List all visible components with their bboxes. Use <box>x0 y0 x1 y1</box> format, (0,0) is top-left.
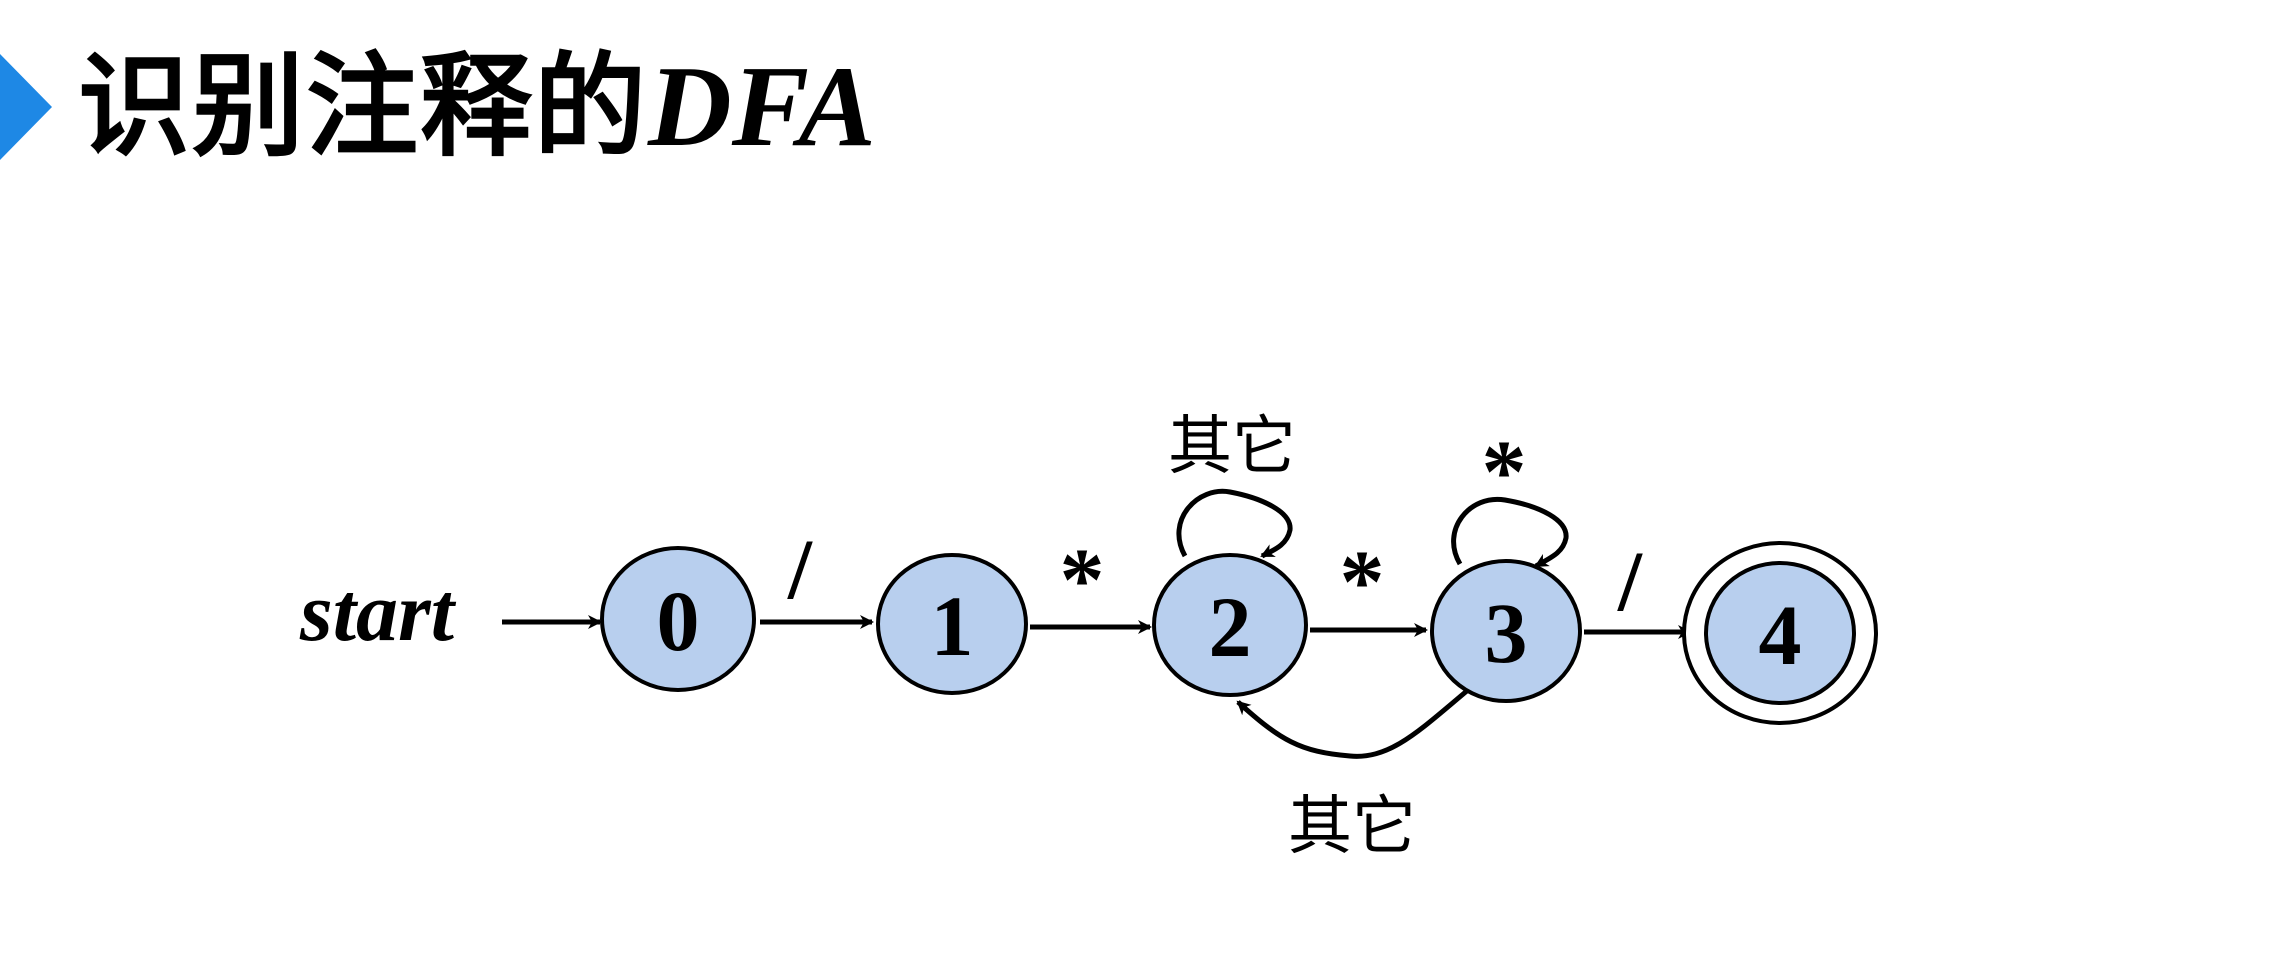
edge-label-0-1: / <box>787 521 813 617</box>
state-3-circle <box>1430 559 1582 703</box>
state-2-label: 2 <box>1209 579 1252 675</box>
state-1: 1 <box>876 553 1028 695</box>
edge-3-3 <box>1451 496 1569 569</box>
edge-3-2 <box>1236 688 1470 759</box>
state-0: 0 <box>600 546 756 692</box>
state-1-label: 1 <box>931 578 974 674</box>
state-4: 4 <box>1682 541 1878 725</box>
edge-label-3-4: / <box>1617 533 1643 629</box>
start-label: start <box>299 566 457 659</box>
title-latin: DFA <box>648 43 876 171</box>
edge-label-2-2: 其它 <box>1168 410 1296 484</box>
edge-label-1-2: * <box>1060 531 1105 630</box>
title-chinese: 识别注释的 <box>78 42 648 172</box>
state-4-label: 4 <box>1759 587 1802 683</box>
edge-label-3-3: * <box>1482 423 1527 522</box>
state-0-label: 0 <box>657 573 700 669</box>
state-3-label: 3 <box>1485 585 1528 681</box>
edge-label-3-2: 其它 <box>1288 790 1416 864</box>
edge-2-2 <box>1176 488 1293 559</box>
state-4-circle <box>1704 561 1856 705</box>
state-0-circle <box>600 546 756 692</box>
state-1-circle <box>876 553 1028 695</box>
state-2: 2 <box>1152 553 1308 697</box>
page-title: 识别注释的DFA <box>0 42 1200 172</box>
title-text: 识别注释的DFA <box>78 42 876 172</box>
state-3: 3 <box>1430 559 1582 703</box>
title-arrow-shape <box>0 54 52 160</box>
state-2-circle <box>1152 553 1308 697</box>
edge-label-2-3: * <box>1340 533 1385 632</box>
title-arrow-icon <box>0 54 52 160</box>
